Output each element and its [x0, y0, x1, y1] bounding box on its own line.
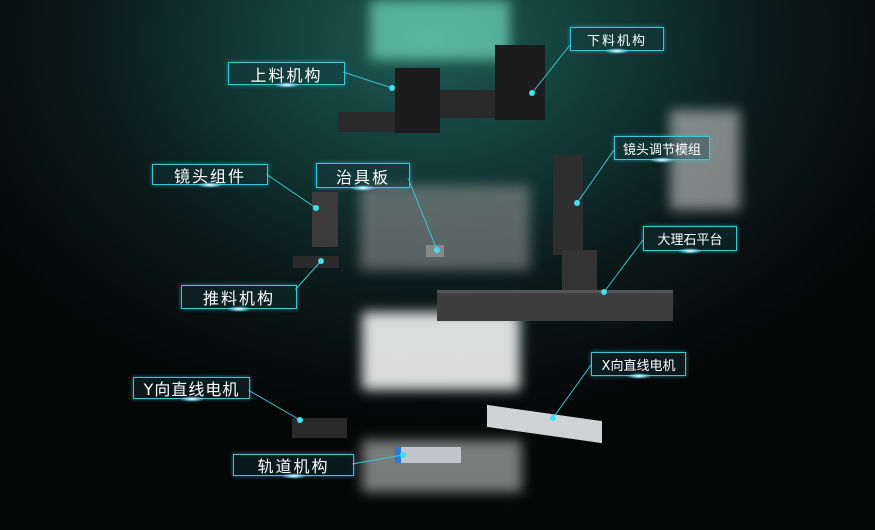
marble-column — [562, 250, 597, 295]
unloading-mechanism-part — [440, 90, 500, 118]
loading-mechanism-body — [395, 68, 440, 133]
blurred-cabinet — [362, 312, 520, 390]
label-y-linear-motor: Y向直线电机 — [133, 377, 250, 402]
y-motor-part — [292, 418, 347, 438]
label-loading-mechanism: 上料机构 — [228, 62, 345, 88]
lens-assembly-part — [312, 192, 338, 247]
label-fixture-plate: 治具板 — [316, 163, 410, 191]
label-unloading-mechanism: 下料机构 — [570, 27, 664, 54]
pusher-part — [293, 256, 339, 268]
label-lens-assembly: 镜头组件 — [152, 164, 268, 188]
blurred-part — [670, 110, 740, 210]
label-lens-adjust-module: 镜头调节模组 — [614, 136, 710, 163]
label-rail-mechanism: 轨道机构 — [233, 454, 354, 479]
label-x-linear-motor: X向直线电机 — [591, 352, 686, 379]
blurred-fixture — [360, 185, 530, 270]
blurred-machine-top — [370, 0, 510, 60]
label-pusher-mechanism: 推料机构 — [181, 285, 297, 312]
rail-part — [395, 447, 461, 463]
marble-platform-part — [437, 290, 673, 321]
label-marble-platform: 大理石平台 — [643, 226, 737, 254]
unloading-mechanism-body — [495, 45, 545, 120]
